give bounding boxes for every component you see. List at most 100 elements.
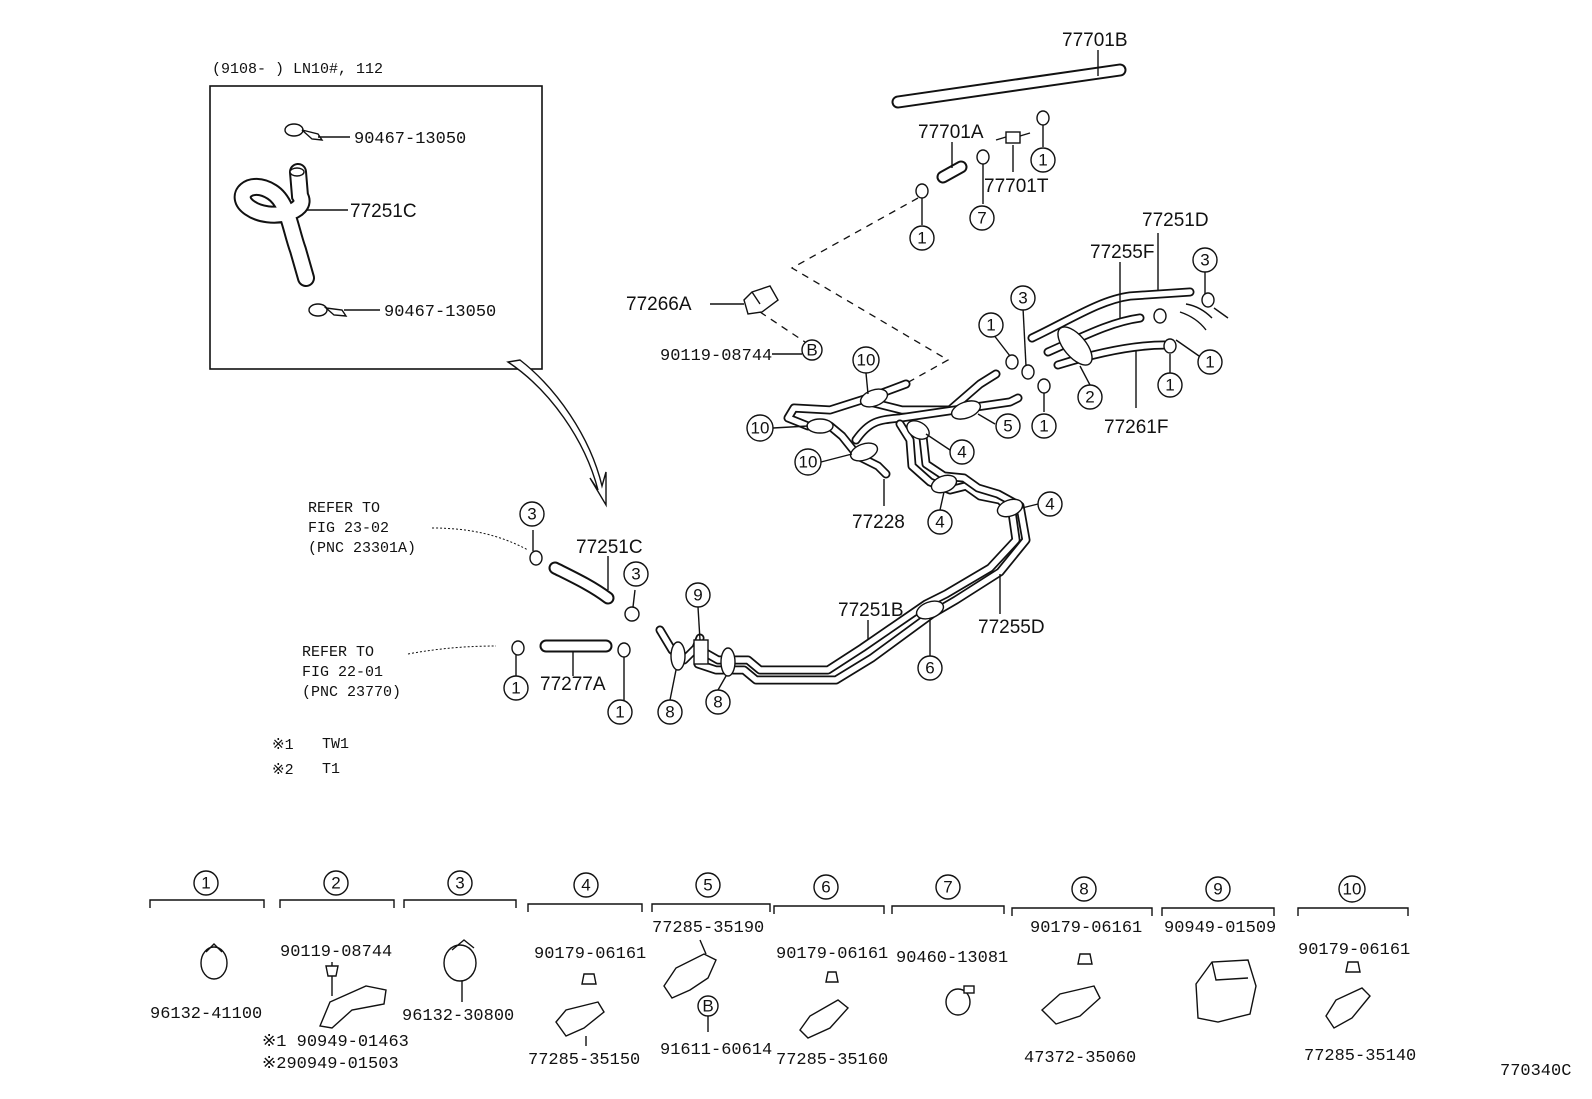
- hose-77251c-icon: [233, 163, 315, 287]
- hose-clamp-icon: [200, 943, 228, 980]
- detail-clamp-bottom-label: 90467-13050: [384, 303, 496, 322]
- clamp-icon: [624, 606, 640, 622]
- hose-clamp-icon: [308, 303, 348, 317]
- nut-clip-icon: [1040, 953, 1101, 1025]
- svg-text:10: 10: [1343, 880, 1362, 899]
- clip-4-icon: [930, 474, 958, 494]
- pipe-assembly-right: [1027, 287, 1195, 370]
- nut-clip-icon: [555, 973, 605, 1037]
- clip-8-icon: [720, 647, 736, 677]
- hose-77701a-icon: [936, 160, 968, 184]
- clip-5-icon: [663, 939, 717, 999]
- svg-text:※290949-01503: ※290949-01503: [262, 1055, 399, 1074]
- svg-text:3: 3: [631, 565, 640, 584]
- hose-clamp-icon: [284, 123, 324, 141]
- svg-text:90179-06161: 90179-06161: [776, 945, 888, 964]
- svg-text:90949-01509: 90949-01509: [1164, 919, 1276, 938]
- callout-circles: 1 7 1 3 3 1 1 1 2 1 5 4 4 4 10 10 10 6 9…: [503, 147, 1223, 725]
- clamp-icon: [1021, 364, 1035, 380]
- svg-text:B: B: [702, 997, 713, 1016]
- clamp-icon: [976, 149, 990, 165]
- refer2-line3: (PNC 23770): [302, 684, 401, 701]
- svg-text:1: 1: [1165, 376, 1174, 395]
- legend-item-5: 5 77285-35190 B 91611-60614: [651, 872, 772, 1060]
- label-77261F: 77261F: [1104, 417, 1168, 438]
- clamp-icon: [511, 640, 525, 656]
- clip-4-icon: [996, 498, 1024, 518]
- detail-inset: (9108- ) LN10#, 112 90467-13050 77251C 9…: [209, 61, 543, 370]
- label-77701B: 77701B: [1062, 30, 1128, 51]
- connector-77701t-icon: [995, 131, 1031, 144]
- bolt-bracket-icon: [319, 962, 387, 1029]
- svg-text:90119-08744: 90119-08744: [280, 943, 392, 962]
- svg-text:1: 1: [615, 703, 624, 722]
- marker-b-text: B: [806, 341, 817, 360]
- svg-text:4: 4: [935, 513, 944, 532]
- legend-item-4: 4 90179-06161 77285-35150: [527, 872, 646, 1070]
- note1-mark: ※1: [272, 737, 294, 754]
- svg-text:7: 7: [977, 209, 986, 228]
- note2-text: T1: [322, 761, 340, 778]
- detail-hose-label: 77251C: [350, 201, 417, 222]
- svg-text:3: 3: [1200, 251, 1209, 270]
- label-77228: 77228: [852, 512, 905, 533]
- legend-item-6: 6 90179-06161 77285-35160: [773, 874, 888, 1070]
- figure-code: 770340C: [1500, 1062, 1571, 1081]
- dashed-guide: [790, 197, 950, 399]
- svg-text:90179-06161: 90179-06161: [1298, 941, 1410, 960]
- svg-text:1: 1: [917, 229, 926, 248]
- refer2-pointer: [407, 645, 497, 655]
- svg-text:1: 1: [201, 874, 210, 893]
- clip-8-icon: [670, 641, 686, 671]
- clip-5-icon: [950, 400, 982, 420]
- clip-10-icon: [849, 442, 879, 462]
- label-77251D: 77251D: [1142, 210, 1209, 231]
- refer2-line1: REFER TO: [302, 644, 374, 661]
- refer2-line2: FIG 22-01: [302, 664, 383, 681]
- legend: 1 96132-41100 2 90119-08744 ※1 90949-014…: [149, 870, 1416, 1074]
- clip-9-icon: [693, 639, 709, 665]
- refer1-line1: REFER TO: [308, 500, 380, 517]
- hose-clamp-icon: [443, 939, 477, 982]
- svg-text:3: 3: [455, 874, 464, 893]
- svg-text:10: 10: [751, 419, 770, 438]
- svg-text:4: 4: [1045, 495, 1054, 514]
- hose-77251c-main-icon: [548, 561, 615, 605]
- clamp-icon: [1005, 354, 1019, 370]
- nut-clip-icon: [1325, 961, 1371, 1029]
- svg-text:91611-60614: 91611-60614: [660, 1041, 772, 1060]
- label-77701T: 77701T: [984, 176, 1049, 197]
- clamp-icon: [1037, 378, 1051, 394]
- clamp-icon: [617, 642, 631, 658]
- clip-9-icon: [1195, 959, 1257, 1023]
- svg-text:7: 7: [943, 878, 952, 897]
- svg-text:10: 10: [857, 351, 876, 370]
- svg-text:47372-35060: 47372-35060: [1024, 1049, 1136, 1068]
- label-77255F: 77255F: [1090, 242, 1154, 263]
- hose-clamp-small-icon: [945, 985, 975, 1016]
- legend-item-1: 1 96132-41100: [149, 870, 265, 1024]
- svg-text:90179-06161: 90179-06161: [1030, 919, 1142, 938]
- nut-clip-icon: [799, 971, 850, 1039]
- refer1-pointer: [431, 527, 529, 551]
- bracket-2-icon: [1057, 326, 1093, 366]
- marker-b-circle: [801, 339, 823, 361]
- hose-77701b-icon: [891, 63, 1127, 109]
- svg-text:96132-30800: 96132-30800: [402, 1007, 514, 1026]
- svg-text:5: 5: [1003, 417, 1012, 436]
- refer1-line3: (PNC 23301A): [308, 540, 416, 557]
- note2-mark: ※2: [272, 762, 294, 779]
- svg-text:77285-35190: 77285-35190: [652, 919, 764, 938]
- svg-text:8: 8: [713, 693, 722, 712]
- svg-text:77285-35160: 77285-35160: [776, 1051, 888, 1070]
- detail-range-label: (9108- ) LN10#, 112: [212, 61, 383, 78]
- detail-arrow: [506, 359, 607, 508]
- svg-text:1: 1: [1038, 151, 1047, 170]
- svg-text:1: 1: [1205, 353, 1214, 372]
- legend-item-7: 7 90460-13081: [891, 874, 1008, 1016]
- clamp-icon: [1201, 292, 1215, 308]
- svg-text:8: 8: [665, 703, 674, 722]
- svg-text:90460-13081: 90460-13081: [896, 949, 1008, 968]
- svg-text:77285-35140: 77285-35140: [1304, 1047, 1416, 1066]
- clamp-icon: [1153, 308, 1167, 324]
